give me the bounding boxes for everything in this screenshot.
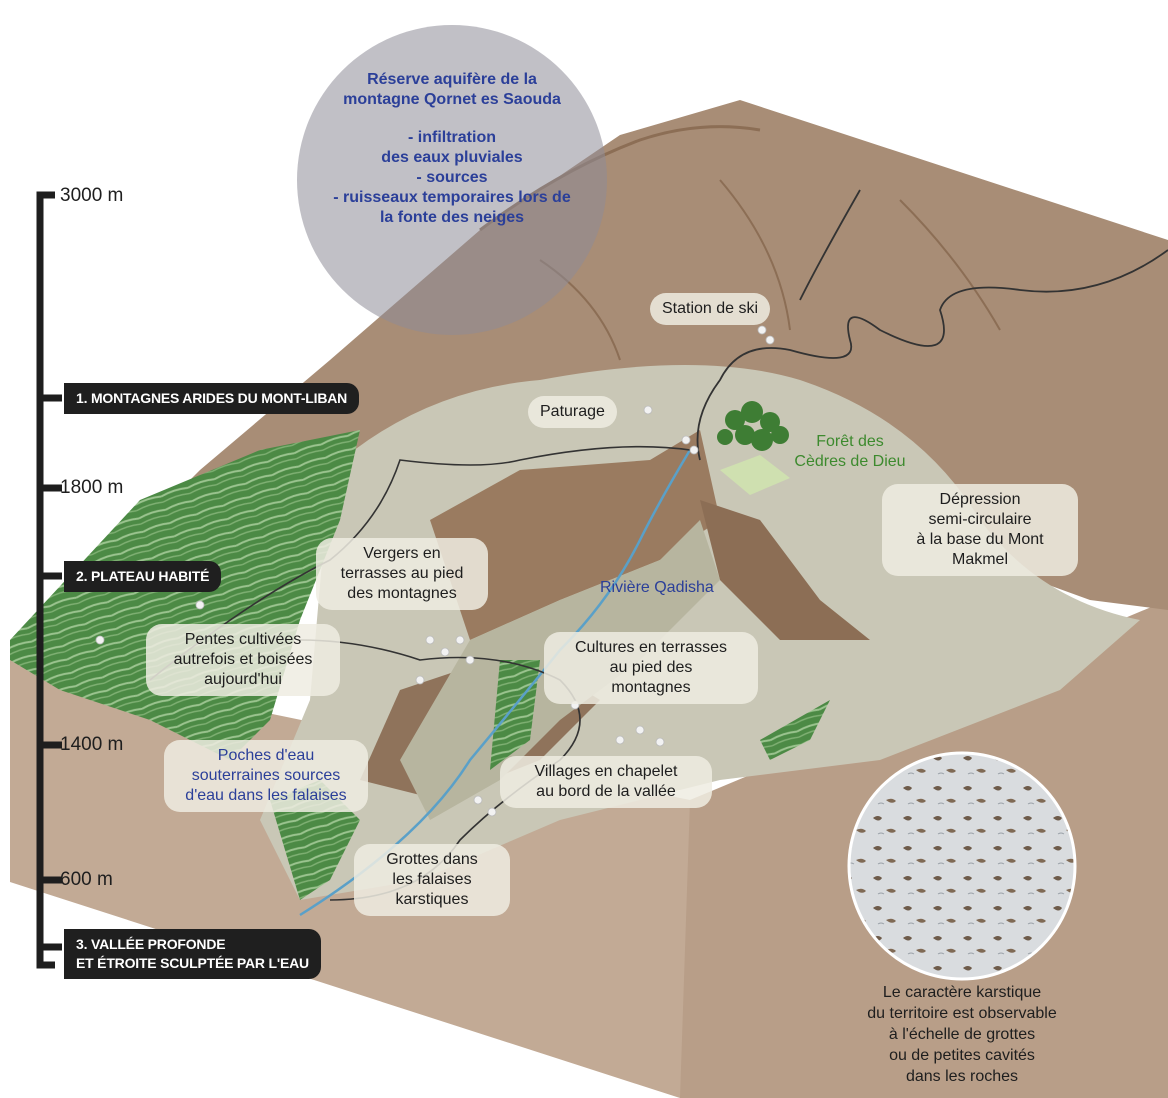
- aquifer-item-line: la fonte des neiges: [314, 208, 590, 228]
- label-paturage: Paturage: [528, 396, 617, 428]
- aquifer-label: Réserve aquifère de la montagne Qornet e…: [302, 64, 602, 234]
- label-line: aujourd'hui: [158, 670, 328, 690]
- label-line: Cultures en terrasses: [556, 638, 746, 658]
- zone-line: ET ÉTROITE SCULPTÉE PAR L'EAU: [76, 954, 309, 973]
- label-line: Dépression: [894, 490, 1066, 510]
- zone-deep-valley: 3. VALLÉE PROFONDE ET ÉTROITE SCULPTÉE P…: [64, 929, 321, 979]
- label-line: à l'échelle de grottes: [830, 1024, 1094, 1045]
- label-ski-station: Station de ski: [650, 293, 770, 325]
- label-line: d'eau dans les falaises: [176, 786, 356, 806]
- aquifer-title-line: montagne Qornet es Saouda: [314, 90, 590, 110]
- label-line: Rivière Qadisha: [600, 578, 714, 598]
- altitude-1800: 1800 m: [60, 477, 123, 499]
- label-line: Station de ski: [662, 299, 758, 319]
- label-qadisha-river: Rivière Qadisha: [596, 578, 718, 598]
- zone-line: 1. MONTAGNES ARIDES DU MONT-LIBAN: [76, 389, 347, 408]
- label-poches: Poches d'eau souterraines sources d'eau …: [164, 740, 368, 812]
- label-line: Pentes cultivées: [158, 630, 328, 650]
- altitude-600: 600 m: [60, 869, 113, 891]
- label-karst-caption: Le caractère karstique du territoire est…: [830, 982, 1094, 1087]
- zone-inhabited-plateau: 2. PLATEAU HABITÉ: [64, 561, 221, 592]
- label-line: autrefois et boisées: [158, 650, 328, 670]
- label-line: Poches d'eau: [176, 746, 356, 766]
- label-line: Cèdres de Dieu: [770, 452, 930, 472]
- label-villages: Villages en chapelet au bord de la vallé…: [500, 756, 712, 808]
- aquifer-item-line: - sources: [314, 168, 590, 188]
- label-line: Villages en chapelet: [512, 762, 700, 782]
- aquifer-item-line: - ruisseaux temporaires lors de: [314, 188, 590, 208]
- label-line: ou de petites cavités: [830, 1045, 1094, 1066]
- label-line: à la base du Mont: [894, 530, 1066, 550]
- label-line: du territoire est observable: [830, 1003, 1094, 1024]
- label-line: les falaises: [366, 870, 498, 890]
- label-line: Forêt des: [770, 432, 930, 452]
- label-vergers: Vergers en terrasses au pied des montagn…: [316, 538, 488, 610]
- label-cultures: Cultures en terrasses au pied des montag…: [544, 632, 758, 704]
- label-line: montagnes: [556, 678, 746, 698]
- zone-arid-mountains: 1. MONTAGNES ARIDES DU MONT-LIBAN: [64, 383, 359, 414]
- label-line: Makmel: [894, 550, 1066, 570]
- label-line: Le caractère karstique: [830, 982, 1094, 1003]
- label-line: semi-circulaire: [894, 510, 1066, 530]
- label-pentes: Pentes cultivées autrefois et boisées au…: [146, 624, 340, 696]
- label-line: des montagnes: [328, 584, 476, 604]
- label-line: au bord de la vallée: [512, 782, 700, 802]
- label-line: au pied des: [556, 658, 746, 678]
- label-line: Vergers en: [328, 544, 476, 564]
- label-line: dans les roches: [830, 1066, 1094, 1087]
- aquifer-item-line: des eaux pluviales: [314, 148, 590, 168]
- zone-line: 3. VALLÉE PROFONDE: [76, 935, 309, 954]
- label-line: souterraines sources: [176, 766, 356, 786]
- altitude-1400: 1400 m: [60, 734, 123, 756]
- label-line: Grottes dans: [366, 850, 498, 870]
- label-depression: Dépression semi-circulaire à la base du …: [882, 484, 1078, 576]
- label-line: terrasses au pied: [328, 564, 476, 584]
- aquifer-title-line: Réserve aquifère de la: [314, 70, 590, 90]
- zone-line: 2. PLATEAU HABITÉ: [76, 567, 209, 586]
- aquifer-item-line: - infiltration: [314, 128, 590, 148]
- label-line: karstiques: [366, 890, 498, 910]
- label-cedar-forest: Forêt des Cèdres de Dieu: [770, 432, 930, 472]
- altitude-3000: 3000 m: [60, 185, 123, 207]
- label-line: Paturage: [540, 402, 605, 422]
- label-grottes: Grottes dans les falaises karstiques: [354, 844, 510, 916]
